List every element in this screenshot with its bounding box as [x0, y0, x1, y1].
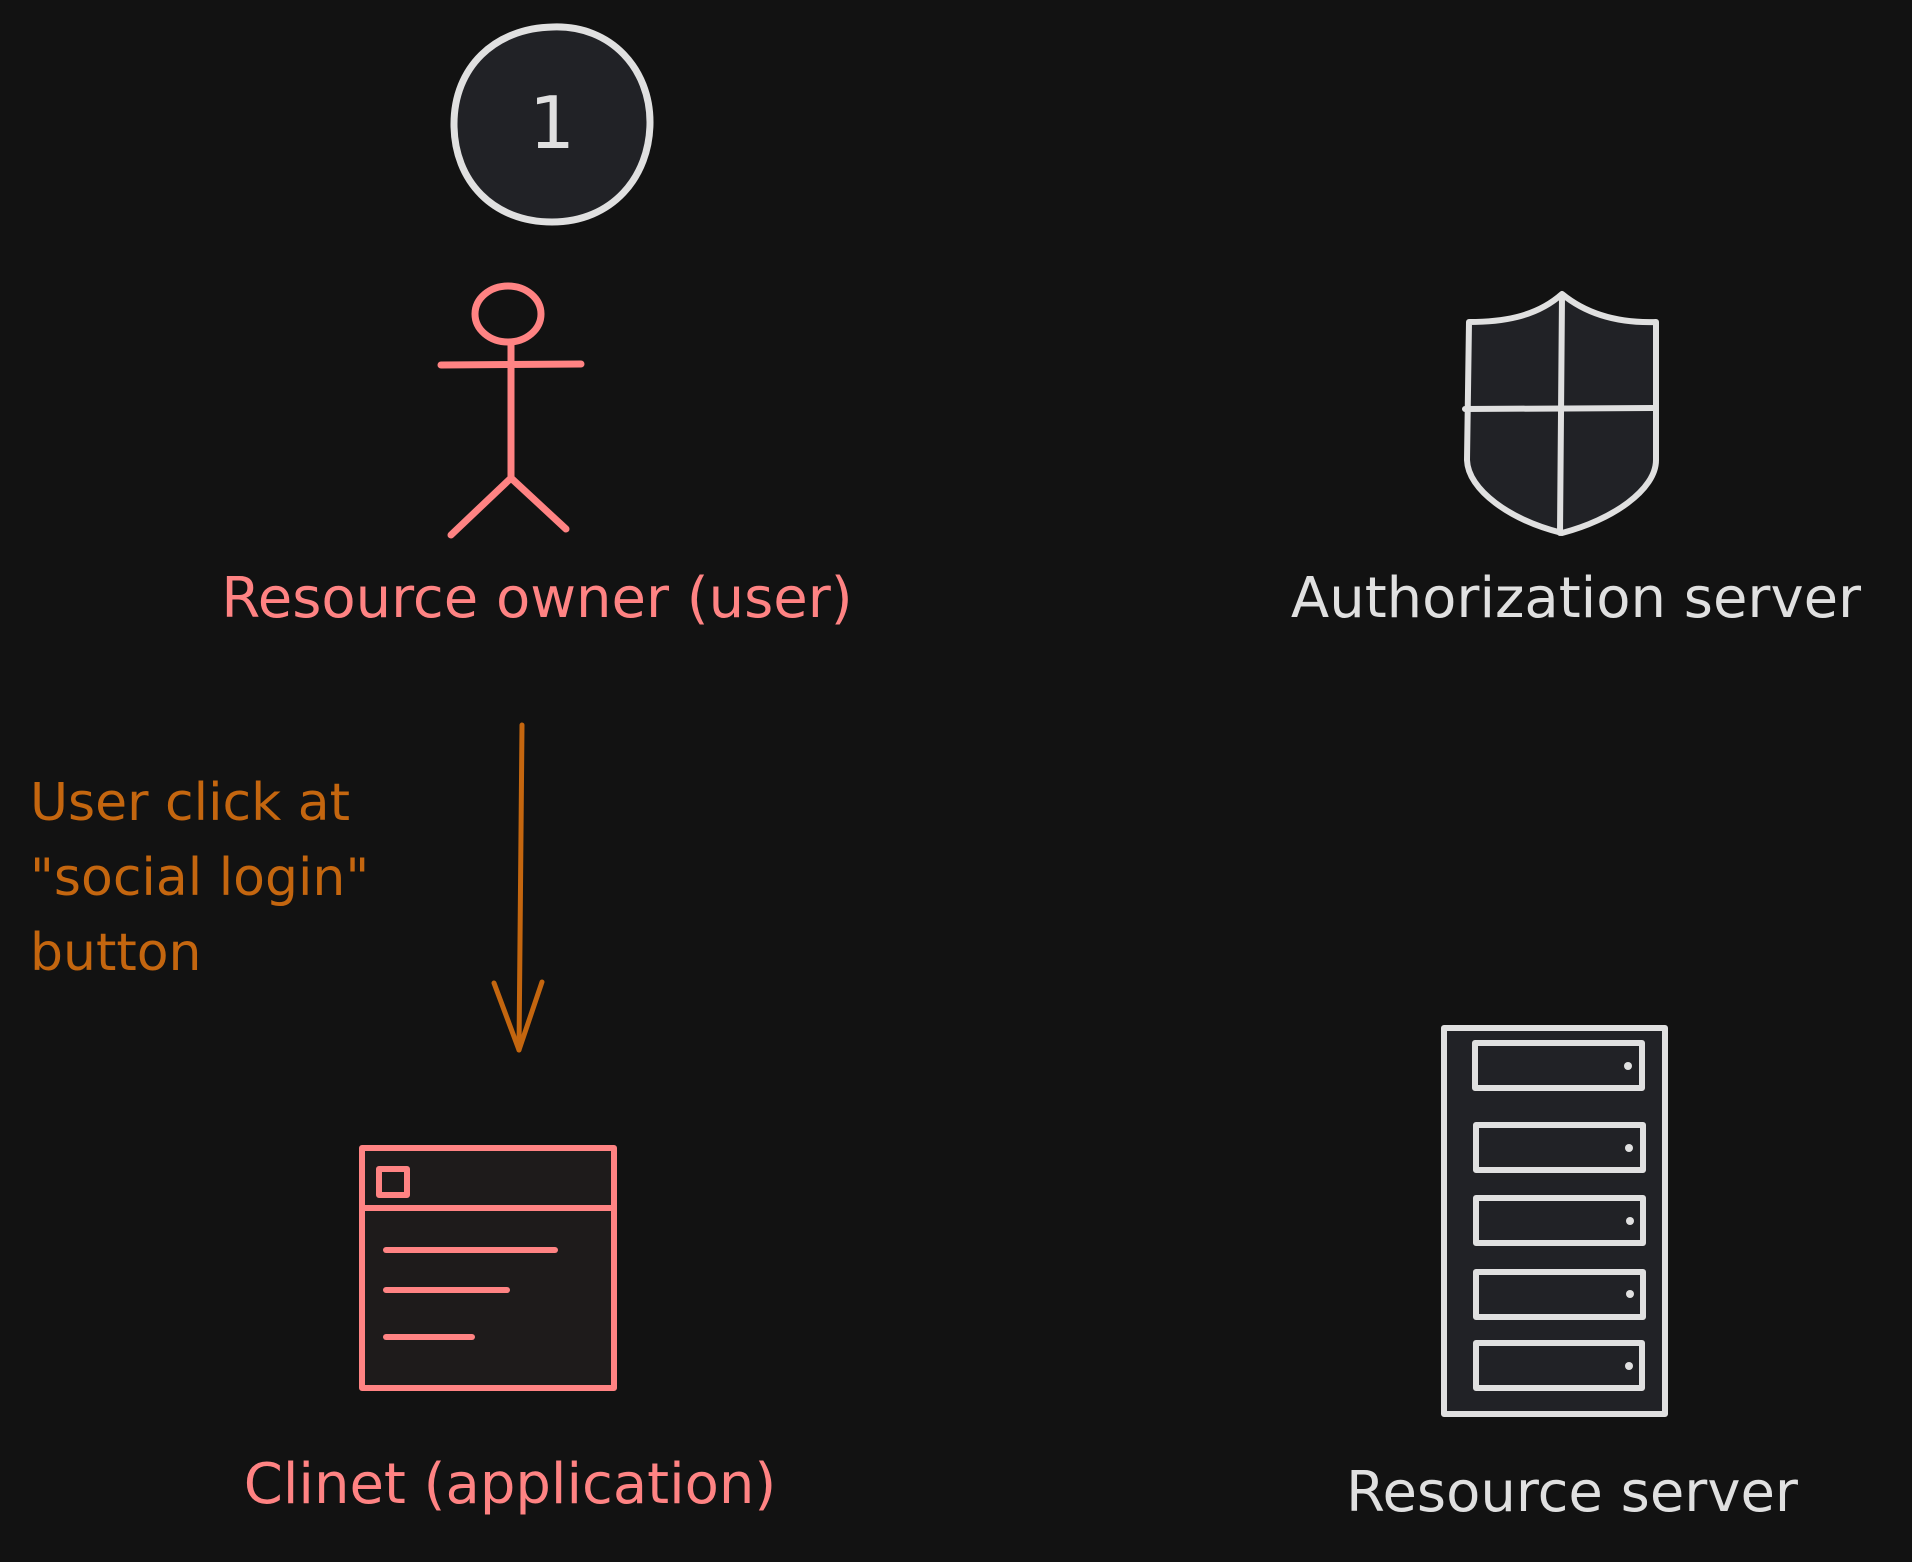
server-unit-5 — [1473, 1340, 1645, 1391]
server-unit-2 — [1473, 1122, 1646, 1173]
flow-arrow-note: User click at "social login" button — [30, 773, 386, 983]
stick-figure-head — [471, 282, 545, 346]
step-badge-number: 1 — [529, 81, 575, 165]
browser-window-icon — [359, 1145, 617, 1391]
server-unit-1 — [1472, 1040, 1645, 1091]
step-badge-circle — [450, 23, 654, 226]
step-badge: 1 — [450, 23, 654, 226]
server-unit-3 — [1473, 1195, 1646, 1246]
flow-arrow-shaft — [516, 722, 525, 1053]
stick-figure-left-leg — [447, 474, 515, 539]
browser-window-frame — [359, 1145, 617, 1391]
server-rack-icon — [1441, 1025, 1668, 1417]
server-led-2 — [1625, 1144, 1633, 1152]
shield-cross-vertical — [1557, 293, 1565, 536]
server-led-4 — [1626, 1290, 1634, 1298]
flow-arrow-note-line-2: "social login" — [30, 848, 369, 908]
client-label: Clinet (application) — [244, 1452, 777, 1517]
shield-icon — [1462, 291, 1659, 536]
server-led-group — [1624, 1062, 1634, 1370]
server-led-1 — [1624, 1062, 1632, 1070]
browser-window-button — [376, 1166, 410, 1198]
authorization-server-label: Authorization server — [1291, 566, 1862, 631]
flow-arrow — [491, 722, 545, 1053]
flow-arrow-note-line-3: button — [30, 923, 202, 983]
server-led-3 — [1626, 1217, 1634, 1225]
flow-arrow-head — [491, 979, 545, 1053]
stick-figure-icon — [437, 282, 585, 539]
resource-owner-label: Resource owner (user) — [221, 566, 852, 631]
stick-figure-arms — [437, 360, 585, 369]
resource-server-label: Resource server — [1346, 1460, 1799, 1525]
server-unit-4 — [1473, 1269, 1646, 1320]
flow-arrow-note-line-1: User click at — [30, 773, 350, 833]
server-led-5 — [1625, 1362, 1633, 1370]
stick-figure-right-leg — [507, 474, 570, 533]
shield-cross-horizontal — [1462, 405, 1659, 412]
